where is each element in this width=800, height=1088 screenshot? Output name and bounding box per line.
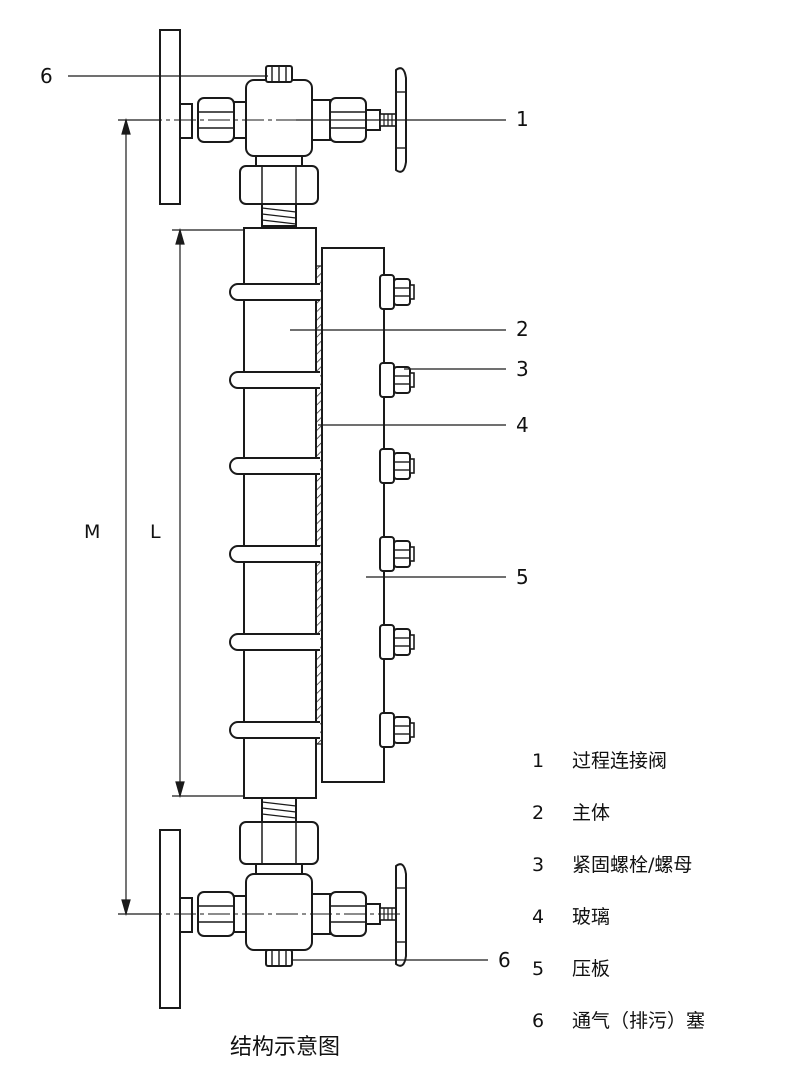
legend-number: 2 [532, 802, 545, 824]
legend-number: 1 [532, 750, 545, 772]
legend-number: 5 [532, 958, 545, 980]
legend-text: 通气（排污）塞 [572, 1010, 706, 1032]
callout-1: 1 [516, 107, 529, 131]
dimension-label-l: L [150, 521, 161, 543]
callout-2: 2 [516, 317, 529, 341]
callout-4: 4 [516, 413, 529, 437]
legend-number: 6 [532, 1010, 545, 1032]
diagram-caption: 结构示意图 [229, 1035, 340, 1060]
parts-legend: 1 过程连接阀 2 主体 3 紧固螺栓/螺母 4 玻璃 5 压板 6 通气（排污… [532, 750, 792, 1062]
legend-number: 4 [532, 906, 545, 928]
legend-item: 6 通气（排污）塞 [532, 1010, 792, 1062]
dimension-label-m: M [84, 521, 101, 543]
bottom-process-valve [159, 797, 407, 1009]
legend-item: 3 紧固螺栓/螺母 [532, 854, 792, 906]
legend-text: 主体 [572, 802, 611, 824]
legend-text: 过程连接阀 [572, 750, 668, 772]
pressure-plate [321, 247, 415, 783]
legend-item: 5 压板 [532, 958, 792, 1010]
callout-6-bottom: 6 [498, 948, 511, 972]
callout-5: 5 [516, 565, 529, 589]
legend-text: 压板 [572, 958, 611, 980]
leader-lines [68, 75, 506, 961]
dimension-l [172, 227, 244, 799]
callout-3: 3 [516, 357, 529, 381]
legend-item: 2 主体 [532, 802, 792, 854]
legend-text: 紧固螺栓/螺母 [572, 854, 693, 876]
legend-number: 3 [532, 854, 545, 876]
dimension-m [118, 117, 160, 917]
legend-item: 4 玻璃 [532, 906, 792, 958]
top-process-valve [159, 29, 407, 227]
main-body [229, 227, 323, 799]
legend-item: 1 过程连接阀 [532, 750, 792, 802]
callout-6-top: 6 [40, 64, 53, 88]
legend-text: 玻璃 [572, 906, 611, 928]
